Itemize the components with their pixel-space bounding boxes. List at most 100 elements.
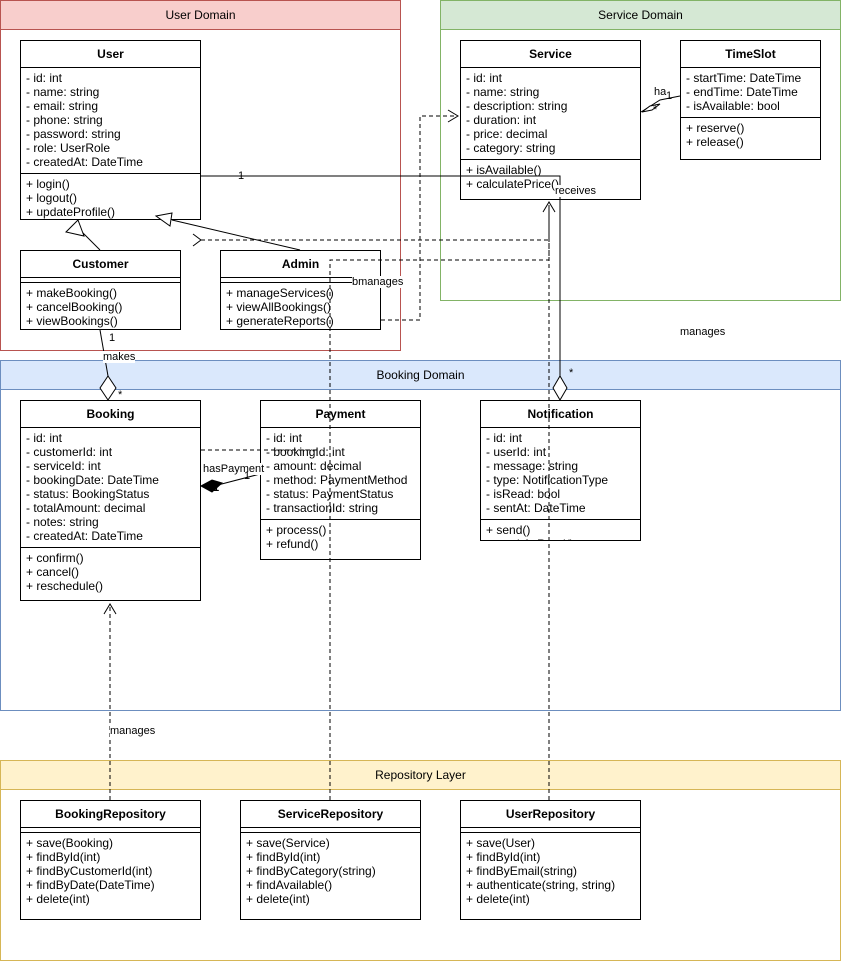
class-attributes — [461, 828, 640, 833]
service-domain-title: Service Domain — [441, 1, 840, 30]
class-methods: + login()+ logout()+ updateProfile() — [21, 174, 200, 222]
aggregation-diamond-notification — [552, 375, 568, 401]
class-notification[interactable]: Notification- id: int- userId: int- mess… — [480, 400, 641, 541]
class-methods: + manageServices()+ viewAllBookings()+ g… — [221, 283, 380, 331]
method-row: + save(Booking) — [26, 836, 114, 850]
class-name: User — [21, 41, 200, 68]
method-row: + updateProfile() — [26, 205, 116, 219]
attribute-row: - password: string — [26, 127, 121, 141]
class-payment[interactable]: Payment- id: int- bookingId: int- amount… — [260, 400, 421, 560]
method-row: + cancel() — [26, 565, 80, 579]
class-methods: + send()+ markAsRead() — [481, 520, 640, 540]
class-booking-repository[interactable]: BookingRepository+ save(Booking)+ findBy… — [20, 800, 201, 920]
class-methods: + confirm()+ cancel()+ reschedule() — [21, 548, 200, 596]
method-row: + delete(int) — [466, 892, 530, 906]
method-row: + process() — [266, 523, 327, 537]
method-row: + manageServices() — [226, 286, 334, 300]
class-attributes: - id: int- customerId: int- serviceId: i… — [21, 428, 200, 548]
class-service-repository[interactable]: ServiceRepository+ save(Service)+ findBy… — [240, 800, 421, 920]
class-attributes: - id: int- userId: int- message: string -… — [481, 428, 640, 520]
method-row: + authenticate(string, string) — [466, 878, 616, 892]
dependency-arrowhead-user-alt — [192, 233, 202, 247]
method-row: + findByEmail(string) — [466, 864, 578, 878]
label-has-mult-src: 1 — [666, 90, 673, 102]
dependency-arrowhead-service — [447, 109, 459, 123]
class-name: UserRepository — [461, 801, 640, 828]
class-name: Booking — [21, 401, 200, 428]
attribute-row: - notes: string — [26, 515, 99, 529]
attribute-row: - startTime: DateTime — [686, 71, 802, 85]
method-row: + delete(int) — [246, 892, 310, 906]
method-row: + refund() — [266, 537, 319, 551]
class-attributes — [21, 278, 180, 283]
label-has-mult-dst: * — [653, 104, 658, 116]
method-row: + release() — [686, 135, 744, 149]
class-timeslot[interactable]: TimeSlot- startTime: DateTime- endTime: … — [680, 40, 821, 160]
attribute-row: - isRead: bool — [486, 487, 561, 501]
attribute-row: - bookingId: int — [266, 445, 345, 459]
label-has: ha — [654, 86, 667, 98]
class-user[interactable]: User- id: int- name: string- email: stri… — [20, 40, 201, 220]
method-row: + reserve() — [686, 121, 745, 135]
class-name: Service — [461, 41, 640, 68]
class-booking[interactable]: Booking- id: int- customerId: int- servi… — [20, 400, 201, 601]
class-attributes: - id: int- name: string- email: string - … — [21, 68, 200, 174]
class-name: BookingRepository — [21, 801, 200, 828]
label-makes-mult-dst: * — [118, 389, 123, 401]
attribute-row: - email: string — [26, 99, 99, 113]
attribute-row: - name: string — [26, 85, 100, 99]
class-name: Payment — [261, 401, 420, 428]
method-row: + send() — [486, 523, 531, 537]
edge-admin-user-inheritance — [171, 219, 301, 251]
attribute-row: - id: int — [486, 431, 523, 445]
class-name: Notification — [481, 401, 640, 428]
class-service[interactable]: Service- id: int- name: string- descript… — [460, 40, 641, 200]
repository-layer-container: Repository Layer — [0, 760, 841, 961]
class-attributes: - id: int- bookingId: int- amount: decim… — [261, 428, 420, 520]
class-name: TimeSlot — [681, 41, 820, 68]
class-user-repository[interactable]: UserRepository + save(User)+ findById(int… — [460, 800, 641, 920]
label-receives: receives — [555, 185, 596, 197]
edge-servicerepo-service — [329, 205, 550, 800]
method-row: + findById(int) — [246, 850, 321, 864]
attribute-row: - serviceId: int — [26, 459, 101, 473]
method-row: + findByCustomerId(int) — [26, 864, 153, 878]
attribute-row: - createdAt: DateTime — [26, 529, 143, 543]
method-row: + cancelBooking() — [26, 300, 123, 314]
method-row: + confirm() — [26, 551, 84, 565]
attribute-row: - totalAmount: decimal — [26, 501, 146, 515]
method-row: + logout() — [26, 191, 78, 205]
class-methods: + save(Booking)+ findById(int)+ findByCu… — [21, 833, 200, 909]
attribute-row: - id: int — [26, 71, 63, 85]
class-customer[interactable]: Customer+ makeBooking()+ cancelBooking()… — [20, 250, 181, 330]
attribute-row: - id: int — [466, 71, 503, 85]
label-makes-mult-src: 1 — [109, 332, 116, 344]
attribute-row: - userId: int — [486, 445, 547, 459]
label-admin-manages: bmanages — [352, 276, 404, 288]
attribute-row: - status: PaymentStatus — [266, 487, 394, 501]
class-methods: + isAvailable()+ calculatePrice() — [461, 160, 640, 194]
class-attributes — [21, 828, 200, 833]
attribute-row: - sentAt: DateTime — [486, 501, 586, 515]
class-attributes: - startTime: DateTime- endTime: DateTime… — [681, 68, 820, 118]
attribute-row: - message: string — [486, 459, 579, 473]
repository-layer-title: Repository Layer — [1, 761, 840, 790]
user-domain-title: User Domain — [1, 1, 400, 30]
attribute-row: - customerId: int — [26, 445, 113, 459]
aggregation-diamond-timeslot — [641, 103, 661, 113]
class-methods: + save(User)+ findById(int)+ findByEmail… — [461, 833, 640, 909]
attribute-row: - isAvailable: bool — [686, 99, 780, 113]
edge-user-dependency-dashed — [201, 204, 550, 241]
edge-admin-service-manages — [381, 115, 456, 321]
class-admin[interactable]: Admin+ manageServices()+ viewAllBookings… — [220, 250, 381, 330]
edge-payment-booking — [213, 473, 261, 487]
attribute-row: - price: decimal — [466, 127, 548, 141]
attribute-row: - role: UserRole — [26, 141, 111, 155]
class-attributes — [221, 278, 380, 283]
method-row: + makeBooking() — [26, 286, 118, 300]
method-row: + markAsRead() — [486, 537, 635, 540]
attribute-row: - category: string — [466, 141, 556, 155]
method-row: + viewBookings() — [26, 314, 118, 328]
method-row: + isAvailable() — [466, 163, 542, 177]
